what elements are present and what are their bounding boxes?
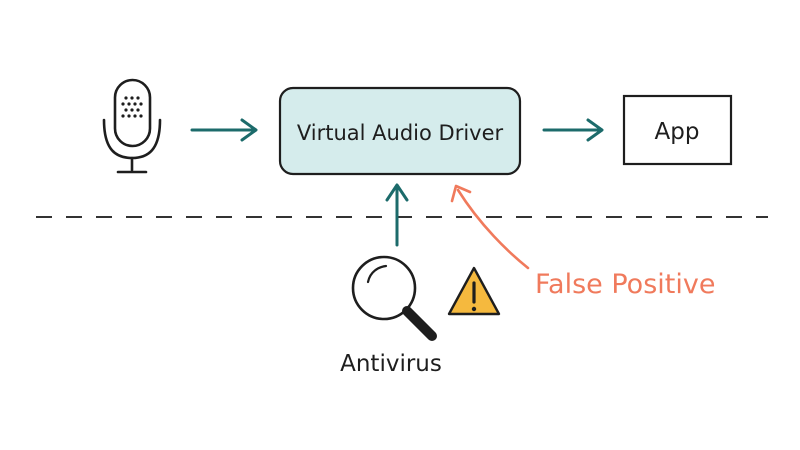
driver-label: Virtual Audio Driver — [297, 121, 504, 145]
app-label: App — [655, 119, 700, 145]
antivirus-label: Antivirus — [340, 351, 442, 377]
arrow-mic-to-driver — [190, 118, 258, 142]
arrow-antivirus-to-driver — [385, 183, 409, 247]
app-node: App — [622, 94, 733, 166]
warning-icon — [447, 266, 501, 316]
driver-node: Virtual Audio Driver — [278, 86, 522, 176]
false-positive-label: False Positive — [535, 269, 715, 300]
microphone-icon — [102, 78, 162, 174]
arrow-false-positive — [450, 184, 530, 270]
arrow-driver-to-app — [542, 118, 604, 142]
magnifying-glass-icon — [351, 255, 437, 341]
